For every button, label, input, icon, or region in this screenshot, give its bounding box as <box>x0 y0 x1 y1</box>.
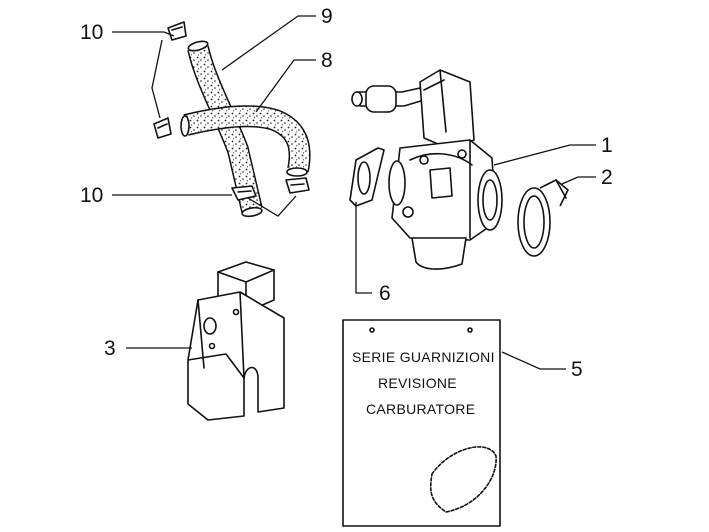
callout-6: 6 <box>379 282 391 305</box>
gasket-card-title-line1: SERIE GUARNIZIONI <box>352 349 495 365</box>
hose-clip-part-10-bottom-b <box>285 177 310 194</box>
carburettor-part-1 <box>351 69 503 270</box>
callout-2: 2 <box>601 166 613 189</box>
callout-10-top: 10 <box>80 21 103 44</box>
fuel-hose-part-9 <box>187 40 263 218</box>
clamp-part-2 <box>517 179 569 257</box>
callout-8: 8 <box>321 49 333 72</box>
cover-part-3 <box>187 261 285 421</box>
callout-9: 9 <box>321 5 333 28</box>
gasket-card-outline <box>342 319 501 527</box>
callout-1: 1 <box>601 134 613 157</box>
hose-clip-part-10-bottom-a <box>231 185 257 201</box>
gasket-card-title-line2: REVISIONE <box>378 375 457 391</box>
callout-5: 5 <box>571 358 583 381</box>
gasket-card-title-line3: CARBURATORE <box>366 401 475 417</box>
hose-clip-part-10-top <box>167 21 187 41</box>
fuel-hose-part-8 <box>180 105 311 177</box>
gasket-set-card-part-5 <box>342 319 501 527</box>
hose-clip-part-10-left <box>153 117 172 139</box>
gasket-part-6 <box>349 147 385 207</box>
leader-lines <box>112 15 596 370</box>
callout-10-bottom: 10 <box>80 184 103 207</box>
callout-3: 3 <box>104 337 116 360</box>
